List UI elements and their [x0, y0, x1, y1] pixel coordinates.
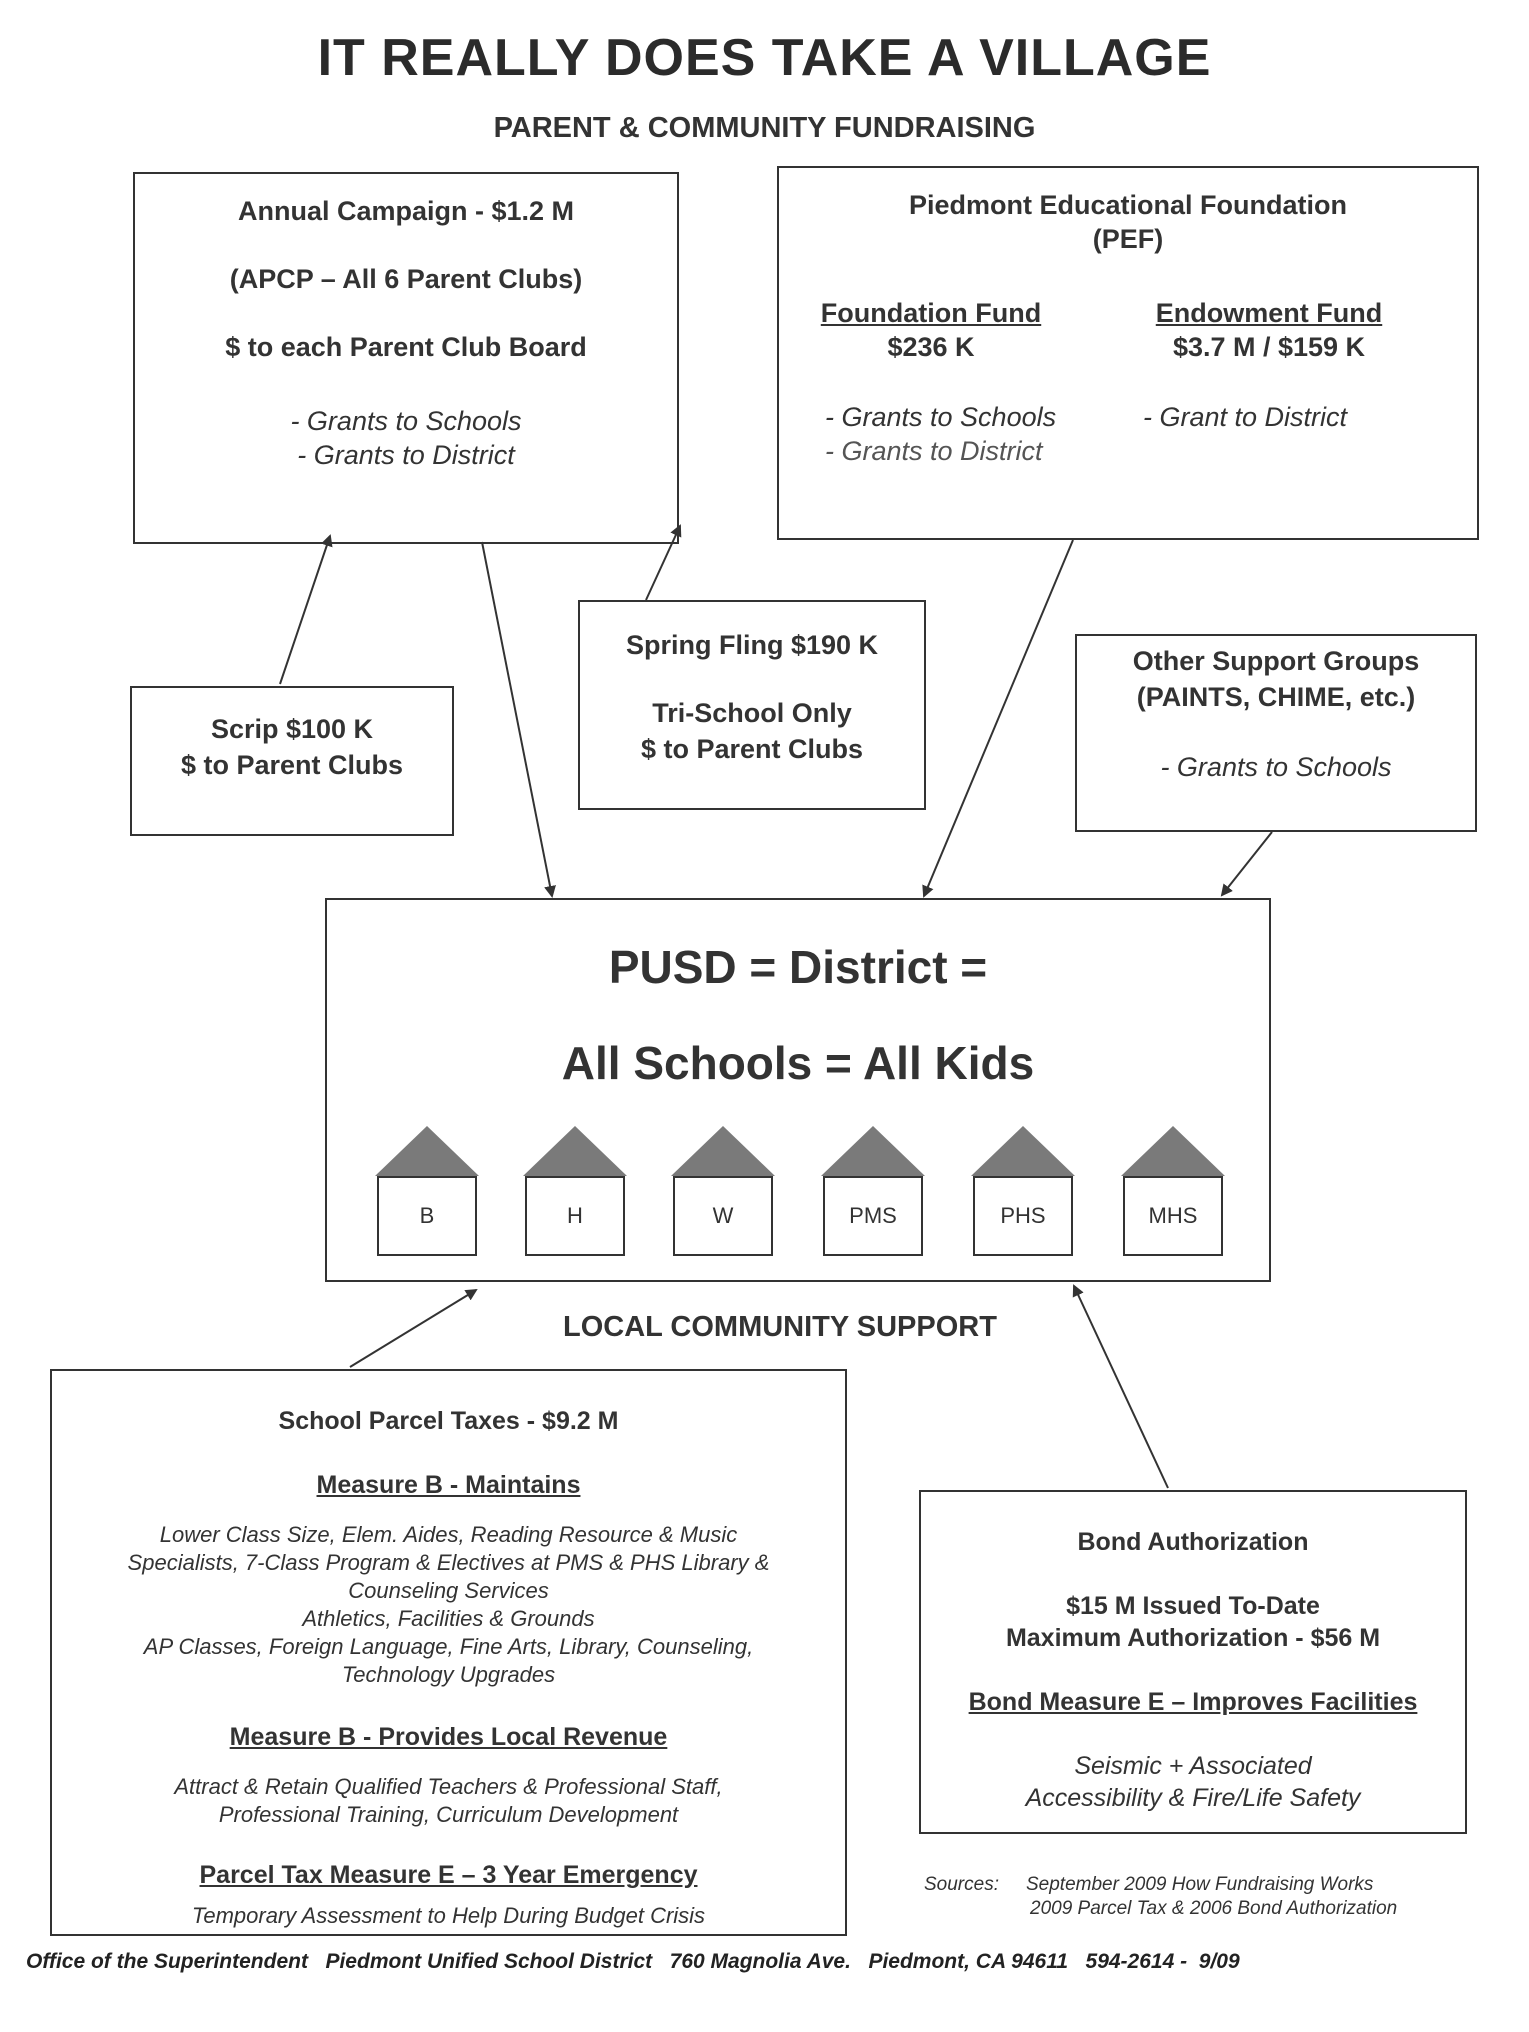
house-roof [671, 1126, 775, 1176]
detail-line: Lower Class Size, Elem. Aides, Reading R… [159, 1522, 738, 1547]
pef-grant-to-district: - Grant to District [1143, 402, 1348, 432]
arrow-pef-to-district [922, 539, 1074, 898]
scrip-box: Scrip $100 K $ to Parent Clubs [130, 686, 454, 836]
arrow-scrip-to-annual [279, 534, 333, 685]
parcel-taxes-box: School Parcel Taxes - $9.2 M Measure B -… [50, 1369, 847, 1936]
parcel-taxes-heading: School Parcel Taxes - $9.2 M [278, 1407, 619, 1435]
district-box: PUSD = District = All Schools = All Kids… [325, 898, 1271, 1282]
school-label: W [673, 1176, 773, 1256]
school-house-w: W [671, 1126, 775, 1258]
bond-safety: Accessibility & Fire/Life Safety [1025, 1784, 1361, 1812]
bond-box: Bond Authorization $15 M Issued To-Date … [919, 1490, 1467, 1834]
foundation-fund-amount: $236 K [887, 332, 975, 362]
detail-line: Counseling Services [348, 1578, 549, 1603]
pef-heading: Piedmont Educational Foundation [909, 190, 1347, 220]
district-line-2: All Schools = All Kids [561, 1037, 1035, 1089]
bond-issued: $15 M Issued To-Date [1066, 1592, 1320, 1620]
spring-fling-box: Spring Fling $190 K Tri-School Only $ to… [578, 600, 926, 810]
spring-fling-title: Spring Fling $190 K [625, 630, 879, 660]
scrip-parent-clubs: $ to Parent Clubs [180, 750, 404, 780]
other-groups-names: (PAINTS, CHIME, etc.) [1136, 682, 1416, 712]
annual-campaign-box: Annual Campaign - $1.2 M (APCP – All 6 P… [133, 172, 679, 544]
house-roof [971, 1126, 1075, 1176]
annual-campaign-heading: Annual Campaign - $1.2 M [237, 196, 575, 226]
other-groups-title: Other Support Groups [1132, 646, 1420, 676]
arrow-spring-fling-to-annual [645, 524, 682, 601]
detail-line: Attract & Retain Qualified Teachers & Pr… [174, 1774, 723, 1799]
sources-line-1: September 2009 How Fundraising Works [1026, 1874, 1374, 1895]
footer: Office of the Superintendent Piedmont Un… [26, 1950, 1240, 1973]
spring-fling-parent-clubs: $ to Parent Clubs [640, 734, 864, 764]
school-house-phs: PHS [971, 1126, 1075, 1258]
other-support-groups-box: Other Support Groups (PAINTS, CHIME, etc… [1075, 634, 1477, 832]
page-title: IT REALLY DOES TAKE A VILLAGE [317, 29, 1212, 87]
school-house-pms: PMS [821, 1126, 925, 1258]
bond-max: Maximum Authorization - $56 M [1005, 1624, 1381, 1652]
parcel-tax-measure-e: Parcel Tax Measure E – 3 Year Emergency [199, 1861, 698, 1889]
arrow-bond-to-district [1072, 1284, 1169, 1489]
school-house-h: H [523, 1126, 627, 1258]
house-roof [821, 1126, 925, 1176]
annual-campaign-grant-schools: - Grants to Schools [290, 406, 522, 436]
school-house-b: B [375, 1126, 479, 1258]
school-label: H [525, 1176, 625, 1256]
endowment-fund-amount: $3.7 M / $159 K [1172, 332, 1366, 362]
foundation-fund-label: Foundation Fund [820, 298, 1042, 328]
bond-measure-e: Bond Measure E – Improves Facilities [968, 1688, 1418, 1716]
local-community-support-heading: LOCAL COMMUNITY SUPPORT [563, 1311, 997, 1343]
detail-line: Athletics, Facilities & Grounds [302, 1606, 595, 1631]
house-roof [523, 1126, 627, 1176]
measure-b-maintains-details: Lower Class Size, Elem. Aides, Reading R… [52, 1521, 845, 1689]
arrow-parcel-taxes-to-district [349, 1288, 478, 1368]
measure-b-revenue: Measure B - Provides Local Revenue [229, 1723, 668, 1751]
arrow-other-groups-to-district [1220, 831, 1273, 897]
sources-line-2: 2009 Parcel Tax & 2006 Bond Authorizatio… [1030, 1898, 1398, 1919]
district-line-1: PUSD = District = [608, 941, 988, 993]
school-label: MHS [1123, 1176, 1223, 1256]
school-label: B [377, 1176, 477, 1256]
bond-seismic: Seismic + Associated [1074, 1752, 1312, 1780]
spring-fling-tri-school: Tri-School Only [652, 698, 852, 728]
scrip-title: Scrip $100 K [210, 714, 374, 744]
page-subtitle: PARENT & COMMUNITY FUNDRAISING [493, 112, 1036, 144]
sources-label: Sources: [924, 1874, 999, 1895]
measure-b-maintains: Measure B - Maintains [316, 1471, 581, 1499]
other-groups-grants: - Grants to Schools [1160, 752, 1392, 782]
school-house-mhs: MHS [1121, 1126, 1225, 1258]
house-roof [375, 1126, 479, 1176]
measure-b-revenue-details: Attract & Retain Qualified Teachers & Pr… [52, 1773, 845, 1829]
pef-box: Piedmont Educational Foundation (PEF) Fo… [777, 166, 1479, 540]
pef-grant-schools: - Grants to Schools [825, 402, 1057, 432]
arrow-annual-to-district [481, 541, 556, 898]
pef-grant-district: - Grants to District [825, 436, 1043, 466]
detail-line: Professional Training, Curriculum Develo… [218, 1802, 679, 1827]
school-label: PHS [973, 1176, 1073, 1256]
annual-campaign-grant-district: - Grants to District [297, 440, 515, 470]
annual-campaign-apcp: (APCP – All 6 Parent Clubs) [229, 264, 583, 294]
endowment-fund-label: Endowment Fund [1155, 298, 1383, 328]
pef-abbr: (PEF) [1092, 224, 1164, 254]
parcel-tax-measure-e-details: Temporary Assessment to Help During Budg… [191, 1903, 706, 1928]
annual-campaign-board: $ to each Parent Club Board [225, 332, 587, 362]
bond-heading: Bond Authorization [1077, 1528, 1309, 1556]
house-roof [1121, 1126, 1225, 1176]
detail-line: Technology Upgrades [341, 1662, 556, 1687]
school-label: PMS [823, 1176, 923, 1256]
detail-line: Specialists, 7-Class Program & Electives… [127, 1550, 770, 1575]
detail-line: AP Classes, Foreign Language, Fine Arts,… [143, 1634, 754, 1659]
